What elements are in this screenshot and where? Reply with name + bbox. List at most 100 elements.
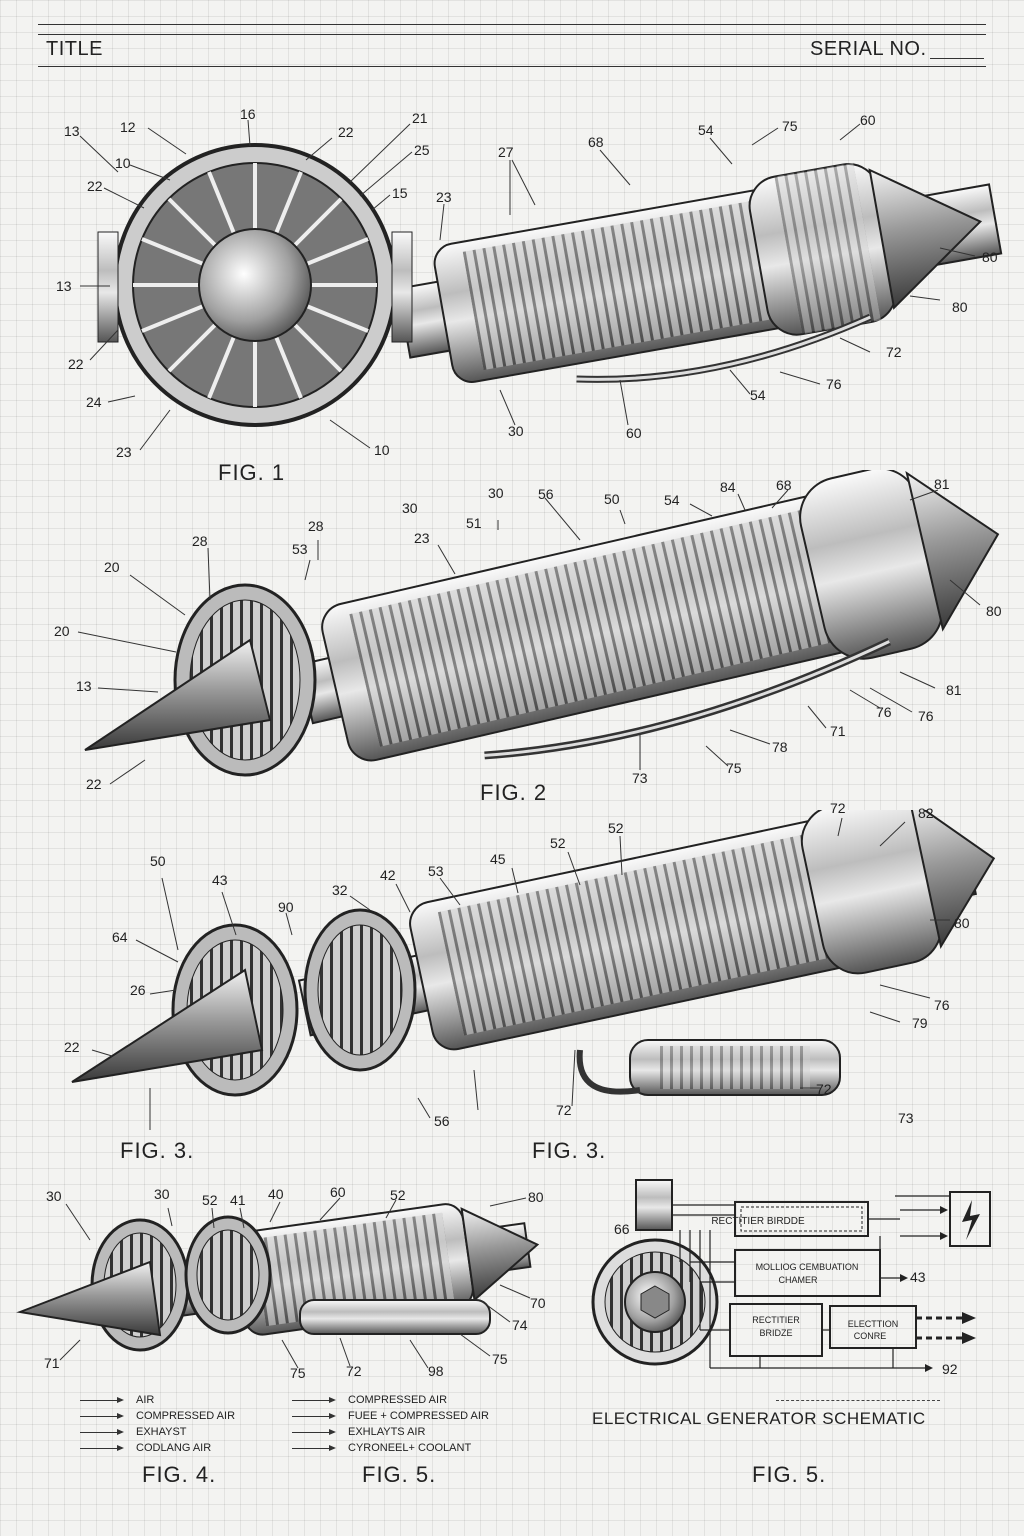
callout: 43 [910,1269,926,1285]
arrow-icon [80,1412,124,1419]
callout: 23 [436,189,452,205]
callout: 22 [87,178,103,194]
arrow-icon [292,1412,336,1419]
callout: 27 [498,144,514,160]
callout: 75 [290,1365,306,1381]
callout: 20 [54,623,70,639]
generator-schematic [591,1179,991,1372]
legend-item: FUEE + COMPRESSED AIR [292,1408,489,1424]
callout: 66 [614,1221,630,1237]
callout: 13 [56,278,72,294]
callout: 52 [550,835,566,851]
callout: 42 [380,867,396,883]
callout: 52 [202,1192,218,1208]
fig5-caption-right: FIG. 5. [752,1462,827,1487]
callout: 23 [116,444,132,460]
callout: 13 [76,678,92,694]
callout: 12 [120,119,136,135]
fig4-caption: FIG. 4. [142,1462,217,1487]
legend-left: AIR COMPRESSED AIR EXHAYST CODLANG AIR [80,1392,235,1456]
fig3-drawing [71,810,996,1130]
fig3-callouts: 72 82 52 52 50 45 43 42 53 32 90 64 80 2… [64,800,970,1129]
callout: 80 [528,1189,544,1205]
callout: 53 [428,863,444,879]
fig2-drawing [77,470,1000,785]
callout: 60 [860,112,876,128]
callout: 56 [538,486,554,502]
callout: 80 [952,299,968,315]
callout: 72 [816,1081,832,1097]
callout: 50 [604,491,620,507]
schematic-title-rule [776,1400,940,1401]
callout: 24 [86,394,102,410]
fig1-callouts: 13 12 16 22 21 25 10 22 15 23 27 68 54 7… [56,106,998,460]
schematic-box-label: BRIDZE [759,1328,792,1338]
callout: 76 [934,997,950,1013]
callout: 73 [898,1110,914,1126]
schematic-box-label: RECTITIER BIRDDE [711,1216,805,1227]
callout: 73 [632,770,648,786]
callout: 53 [292,541,308,557]
callout: 45 [490,851,506,867]
callout: 79 [912,1015,928,1031]
callout: 74 [512,1317,528,1333]
header-rule-mid [38,34,986,35]
generator-schematic-text: RECTITIER BIRDDE MOLLIOG CEMBUATION CHAM… [614,1216,958,1377]
arrow-icon [80,1428,124,1435]
callout: 81 [946,682,962,698]
callout: 72 [556,1102,572,1118]
arrow-icon [292,1428,336,1435]
callout: 43 [212,872,228,888]
callout: 92 [942,1361,958,1377]
callout: 68 [588,134,604,150]
callout: 72 [346,1363,362,1379]
arrow-icon [80,1444,124,1451]
serial-no-label: SERIAL NO. [810,38,927,60]
callout: 22 [64,1039,80,1055]
callout: 30 [508,423,524,439]
arrow-icon [292,1444,336,1451]
legend-item: COMPRESSED AIR [292,1392,489,1408]
arrow-icon [292,1396,336,1403]
schematic-box-label: RECTITIER [752,1315,800,1325]
callout: 23 [414,530,430,546]
callout: 20 [104,559,120,575]
callout: 25 [414,142,430,158]
schematic-box-label: CONRE [854,1331,887,1341]
callout: 50 [150,853,166,869]
callout: 76 [826,376,842,392]
title-label: TITLE [46,38,103,60]
legend-item: CYRONEEL+ COOLANT [292,1440,489,1456]
schematic-title: ELECTRICAL GENERATOR SCHEMATIC [592,1409,926,1428]
arrow-icon [80,1396,124,1403]
callout: 28 [192,533,208,549]
fig1-drawing [79,119,1003,451]
callout: 52 [608,820,624,836]
callout: 30 [488,485,504,501]
fig3-caption-right: FIG. 3. [532,1138,607,1163]
callout: 81 [934,476,950,492]
legend-item: EXHLAYTS AIR [292,1424,489,1440]
callout: 30 [154,1186,170,1202]
callout: 72 [886,344,902,360]
fig3-caption-left: FIG. 3. [120,1138,195,1163]
callout: 41 [230,1192,246,1208]
callout: 82 [918,805,934,821]
callout: 78 [772,739,788,755]
serial-no-blank [930,58,984,59]
callout: 64 [112,929,128,945]
fig5-caption-left: FIG. 5. [362,1462,437,1487]
callout: 21 [412,110,428,126]
legend-item: EXHAYST [80,1424,235,1440]
callout: 80 [954,915,970,931]
callout: 10 [115,155,131,171]
callout: 70 [530,1295,546,1311]
callout: 71 [44,1355,60,1371]
legend-item: COMPRESSED AIR [80,1408,235,1424]
callout: 16 [240,106,256,122]
callout: 75 [782,118,798,134]
callout: 76 [876,704,892,720]
schematic-box-label: MOLLIOG CEMBUATION [756,1262,859,1272]
legend-item: CODLANG AIR [80,1440,235,1456]
callout: 51 [466,515,482,531]
